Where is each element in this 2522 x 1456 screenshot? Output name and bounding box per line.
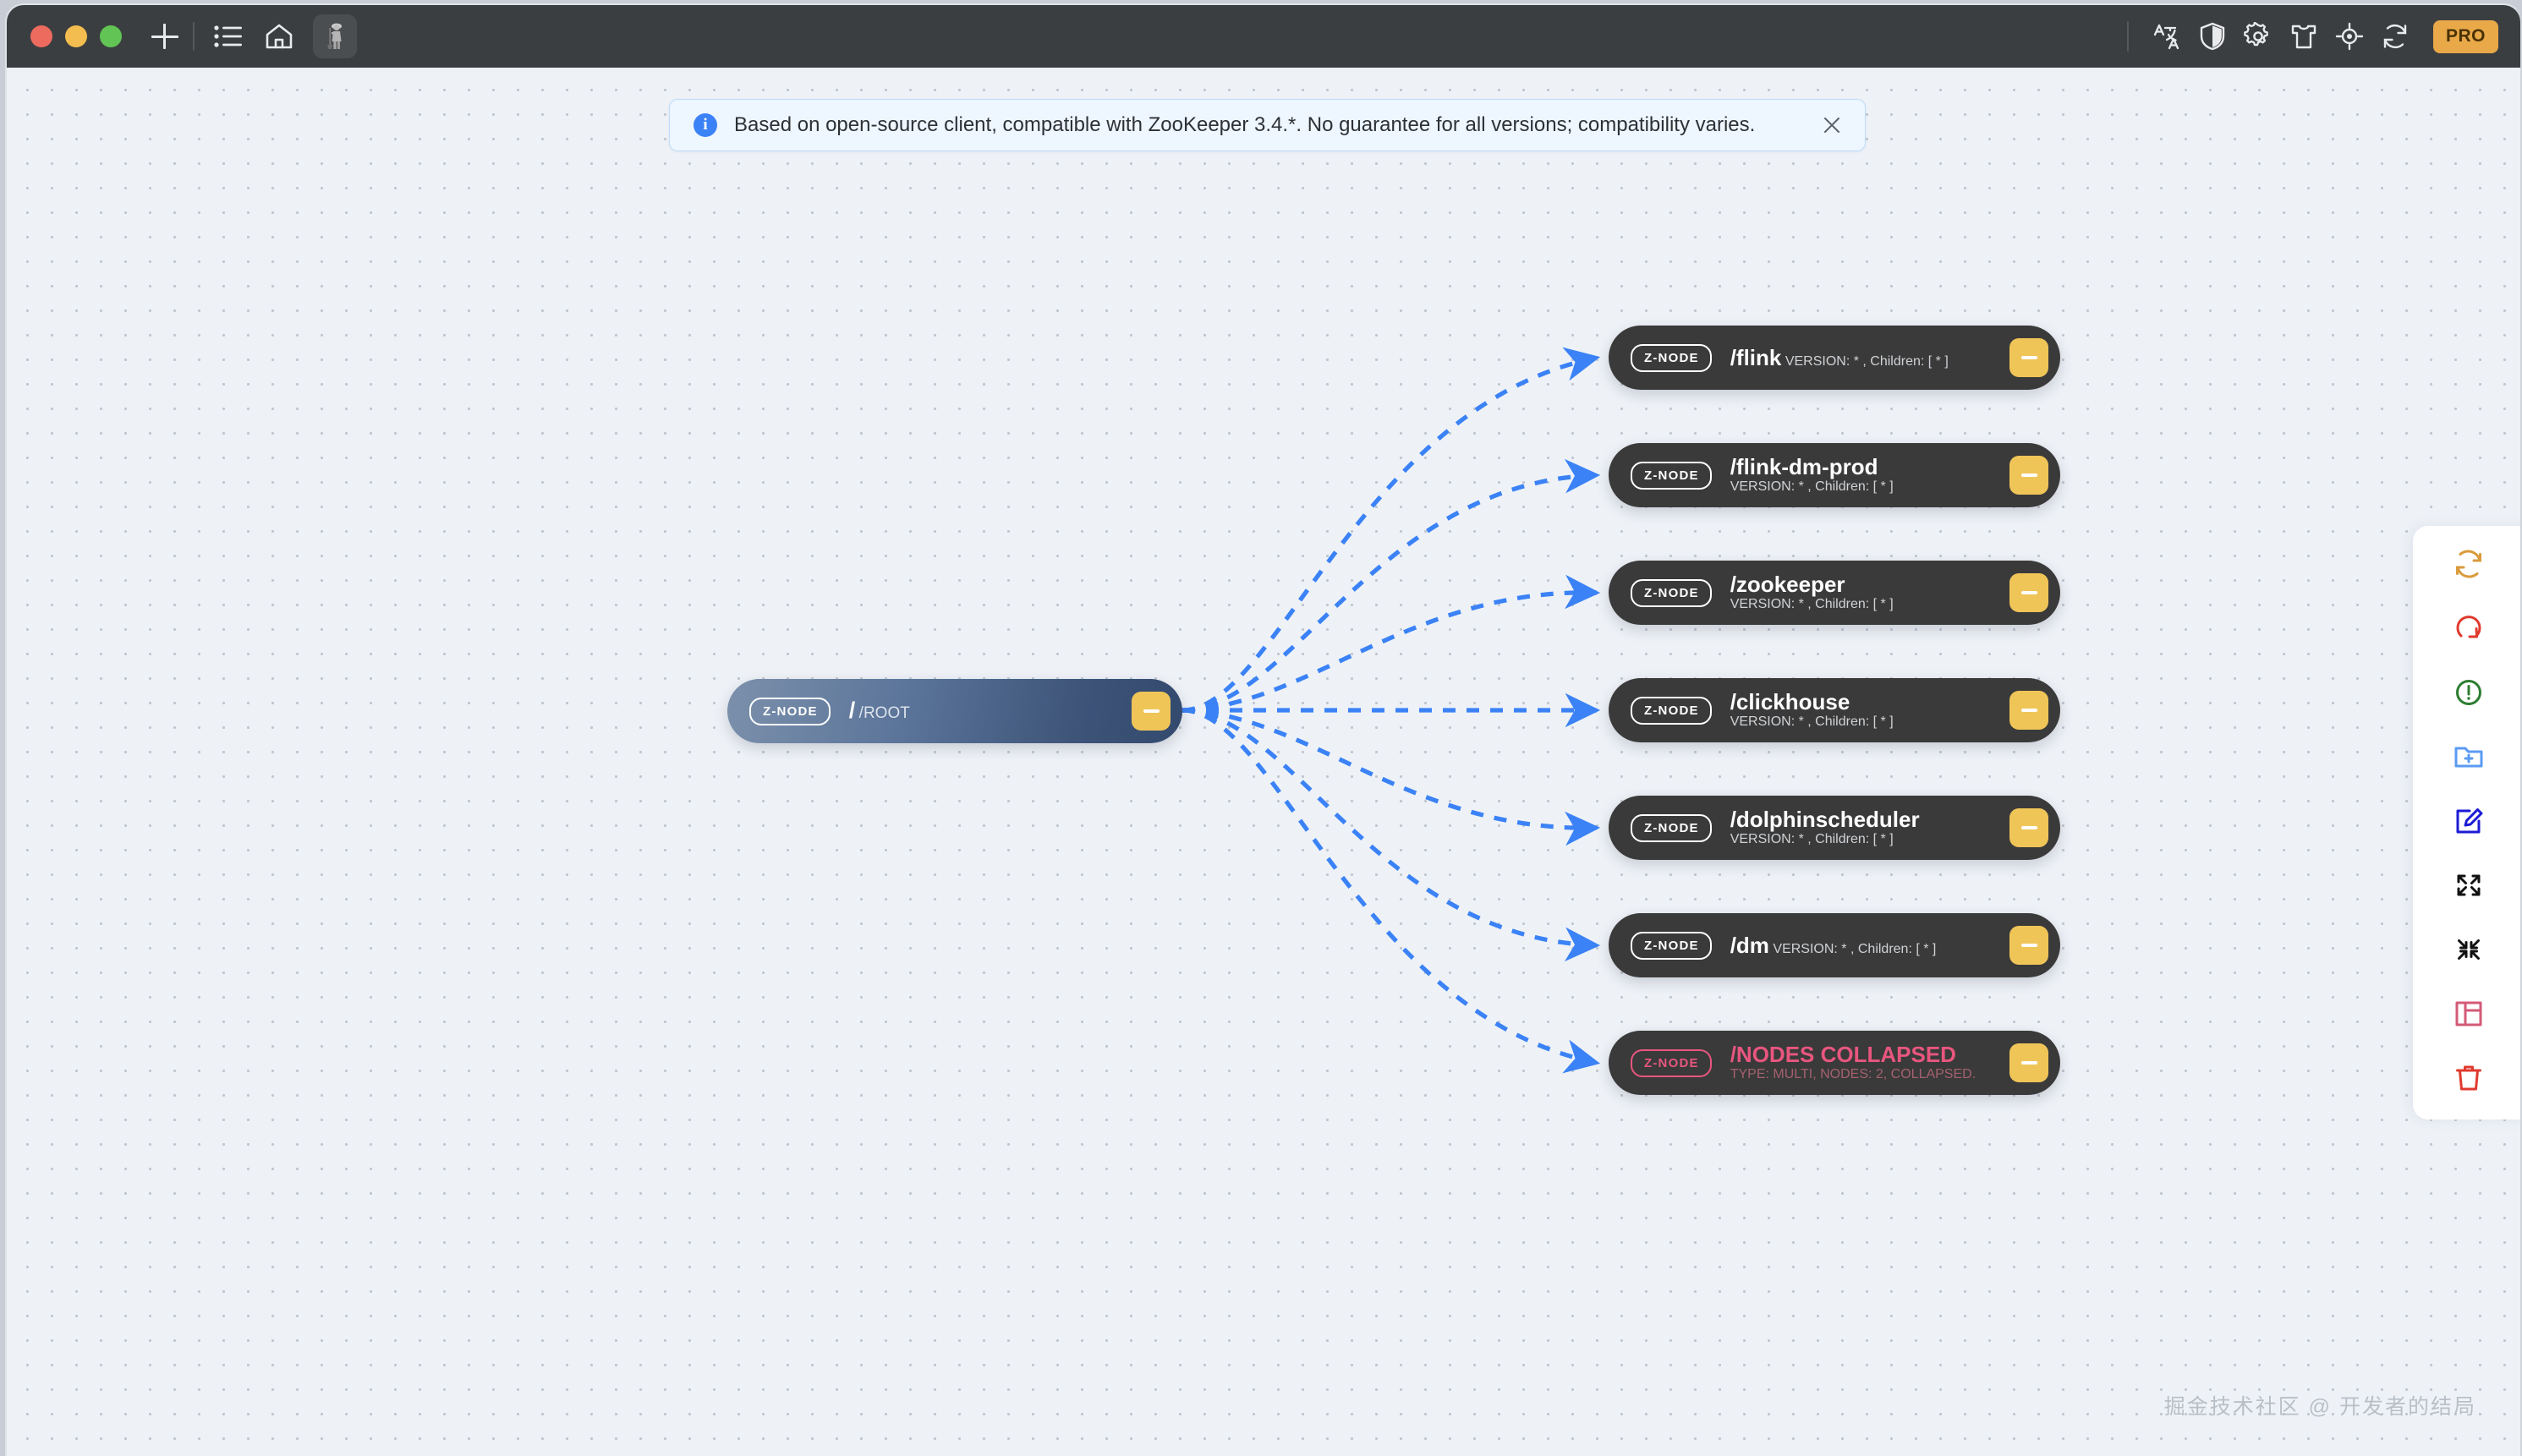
minus-icon xyxy=(2020,591,2037,594)
node-title: /dm xyxy=(1730,933,1769,958)
node-text: /NODES COLLAPSED TYPE: MULTI, NODES: 2, … xyxy=(1730,1043,2009,1083)
minus-icon xyxy=(2020,473,2037,477)
node-collapse-button[interactable] xyxy=(2009,573,2048,612)
node-collapse-button[interactable] xyxy=(2009,691,2048,730)
node-dolphinscheduler[interactable]: Z-NODE /dolphinscheduler VERSION: * , Ch… xyxy=(1609,796,2060,860)
node-collapse-button[interactable] xyxy=(2009,808,2048,847)
node-title: /flink-dm-prod xyxy=(1730,454,1878,479)
node-text: / /ROOT xyxy=(849,698,910,724)
home-icon[interactable] xyxy=(259,16,299,57)
refresh-icon[interactable] xyxy=(2372,16,2418,57)
minus-icon xyxy=(2020,709,2037,712)
minus-icon xyxy=(2020,944,2037,947)
minus-icon xyxy=(2020,1061,2037,1065)
node-subtitle: VERSION: * , Children: [ * ] xyxy=(1730,832,1894,847)
graph-canvas[interactable]: Z-NODE / /ROOT Z-NODE /flink VERSION: * … xyxy=(7,68,2520,1456)
node-badge: Z-NODE xyxy=(1631,1048,1712,1077)
info-icon: i xyxy=(694,113,717,137)
node-clickhouse[interactable]: Z-NODE /clickhouse VERSION: * , Children… xyxy=(1609,678,2060,742)
new-tab-button[interactable] xyxy=(147,19,183,54)
node-title: /dolphinscheduler xyxy=(1730,807,1920,832)
node-text: /dolphinscheduler VERSION: * , Children:… xyxy=(1730,807,2009,848)
toolbar-divider xyxy=(193,22,195,51)
node-collapse-button[interactable] xyxy=(2009,926,2048,965)
node-text: /dm VERSION: * , Children: [ * ] xyxy=(1730,933,1937,958)
trash-icon[interactable] xyxy=(2445,1059,2492,1097)
alert-circle-icon[interactable] xyxy=(2445,673,2492,712)
sync-refresh-icon[interactable] xyxy=(2445,545,2492,583)
node-badge: Z-NODE xyxy=(1631,461,1712,490)
undo-icon[interactable] xyxy=(2445,609,2492,648)
watermark: 掘金技术社区 @ 开发者的结局 xyxy=(2163,1395,2476,1419)
edit-pencil-icon[interactable] xyxy=(2445,802,2492,840)
pro-badge[interactable]: PRO xyxy=(2432,19,2498,53)
translate-icon[interactable] xyxy=(2144,16,2190,57)
node-text: /flink VERSION: * , Children: [ * ] xyxy=(1730,346,1949,370)
app-window: PRO xyxy=(5,3,2522,1456)
node-title: /NODES COLLAPSED xyxy=(1730,1042,1956,1067)
gear-icon[interactable] xyxy=(2235,16,2281,57)
node-collapse-button[interactable] xyxy=(2009,338,2048,377)
zookeeper-tab[interactable] xyxy=(313,14,357,58)
node-subtitle: VERSION: * , Children: [ * ] xyxy=(1730,479,1894,495)
node-subtitle: /ROOT xyxy=(858,704,910,723)
node-subtitle: VERSION: * , Children: [ * ] xyxy=(1730,597,1894,612)
zoom-window-button[interactable] xyxy=(100,25,122,47)
banner-message: Based on open-source client, compatible … xyxy=(734,113,1756,136)
compatibility-banner: i Based on open-source client, compatibl… xyxy=(669,99,1866,151)
node-subtitle: TYPE: MULTI, NODES: 2, COLLAPSED. xyxy=(1730,1067,1976,1082)
node-badge: Z-NODE xyxy=(1631,696,1712,725)
minimize-window-button[interactable] xyxy=(65,25,87,47)
node-subtitle: VERSION: * , Children: [ * ] xyxy=(1773,941,1937,956)
list-icon[interactable] xyxy=(208,16,249,57)
node-title: /clickhouse xyxy=(1730,689,1850,714)
node-collapse-button[interactable] xyxy=(2009,456,2048,495)
close-window-button[interactable] xyxy=(30,25,52,47)
node-subtitle: VERSION: * , Children: [ * ] xyxy=(1730,714,1894,730)
minus-icon xyxy=(2020,356,2037,359)
node-nodes-collapsed[interactable]: Z-NODE /NODES COLLAPSED TYPE: MULTI, NOD… xyxy=(1609,1031,2060,1095)
node-collapse-button[interactable] xyxy=(1132,692,1171,731)
node-badge: Z-NODE xyxy=(1631,578,1712,607)
node-text: /zookeeper VERSION: * , Children: [ * ] xyxy=(1730,572,2009,613)
node-zookeeper[interactable]: Z-NODE /zookeeper VERSION: * , Children:… xyxy=(1609,561,2060,625)
node-collapse-button[interactable] xyxy=(2009,1043,2048,1082)
title-bar: PRO xyxy=(7,5,2520,68)
node-text: /flink-dm-prod VERSION: * , Children: [ … xyxy=(1730,455,2009,495)
expand-icon[interactable] xyxy=(2445,866,2492,905)
node-flink-dm-prod[interactable]: Z-NODE /flink-dm-prod VERSION: * , Child… xyxy=(1609,443,2060,507)
traffic-lights xyxy=(30,25,122,47)
node-badge: Z-NODE xyxy=(1631,343,1712,372)
graph-edges xyxy=(1182,347,1601,1074)
titlebar-right-icons: PRO xyxy=(2126,16,2498,57)
node-text: /clickhouse VERSION: * , Children: [ * ] xyxy=(1730,690,2009,731)
node-title: /zookeeper xyxy=(1730,572,1845,597)
zookeeper-mascot-icon xyxy=(327,23,342,49)
layout-panel-icon[interactable] xyxy=(2445,994,2492,1033)
node-badge: Z-NODE xyxy=(1631,931,1712,960)
target-icon[interactable] xyxy=(2327,16,2372,57)
node-title: / xyxy=(848,698,856,724)
node-title: /flink xyxy=(1730,345,1782,370)
node-root[interactable]: Z-NODE / /ROOT xyxy=(727,679,1182,743)
node-badge: Z-NODE xyxy=(1631,813,1712,842)
graph-tool-panel xyxy=(2413,526,2520,1119)
node-subtitle: VERSION: * , Children: [ * ] xyxy=(1785,353,1949,369)
collapse-icon[interactable] xyxy=(2445,930,2492,969)
minus-icon xyxy=(1143,709,1160,713)
node-flink[interactable]: Z-NODE /flink VERSION: * , Children: [ *… xyxy=(1609,326,2060,390)
tshirt-icon[interactable] xyxy=(2281,16,2327,57)
folder-plus-icon[interactable] xyxy=(2445,737,2492,776)
close-icon[interactable] xyxy=(1817,111,1846,140)
node-badge: Z-NODE xyxy=(749,697,831,725)
minus-icon xyxy=(2020,826,2037,829)
node-dm[interactable]: Z-NODE /dm VERSION: * , Children: [ * ] xyxy=(1609,913,2060,977)
theme-contrast-icon[interactable] xyxy=(2190,16,2235,57)
toolbar-divider-right xyxy=(2126,21,2129,52)
